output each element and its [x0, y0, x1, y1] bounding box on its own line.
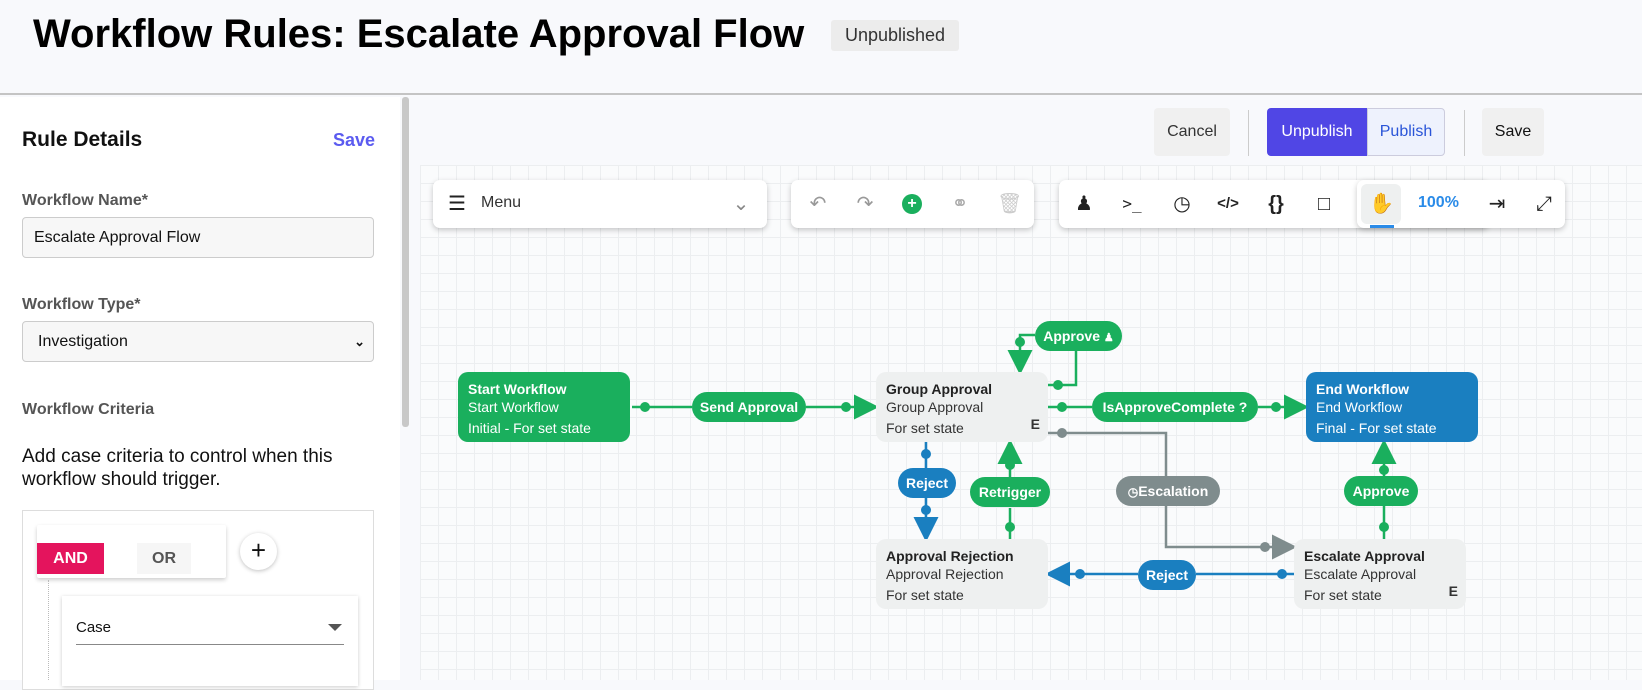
transition-label: Approve	[1352, 483, 1410, 499]
hamburger-menu-icon: ☰	[448, 193, 466, 215]
publish-button[interactable]: Publish	[1367, 108, 1445, 156]
status-badge: Unpublished	[831, 20, 960, 51]
node-subtitle: Group Approval	[886, 399, 984, 415]
zoom-level[interactable]: 100%	[1418, 194, 1459, 211]
node-state: Initial - For set state	[468, 420, 591, 436]
node-title: Escalate Approval	[1304, 548, 1425, 564]
node-state: For set state	[886, 587, 964, 603]
node-end-workflow[interactable]: End Workflow End Workflow Final - For se…	[1306, 372, 1478, 442]
add-criteria-button[interactable]: +	[240, 533, 277, 570]
dropdown-arrow-icon[interactable]	[328, 624, 342, 631]
node-state: For set state	[1304, 587, 1382, 603]
chevron-down-icon: ⌄	[732, 193, 750, 215]
node-state: Final - For set state	[1316, 420, 1437, 436]
divider	[1248, 110, 1249, 156]
or-button[interactable]: OR	[137, 543, 191, 574]
node-group-approval[interactable]: Group Approval Group Approval For set st…	[876, 372, 1048, 442]
node-subtitle: Escalate Approval	[1304, 566, 1417, 582]
sidebar-save-link[interactable]: Save	[333, 130, 376, 150]
page-title: Workflow Rules: Escalate Approval Flow	[33, 12, 805, 56]
page-header: Workflow Rules: Escalate Approval Flow U…	[0, 0, 1642, 95]
edge-escalation	[1048, 431, 1292, 547]
code-icon[interactable]: </>	[1217, 195, 1239, 212]
node-flag: E	[1448, 583, 1458, 599]
user-icon[interactable]: ♟	[1075, 193, 1093, 215]
workflow-type-value: Investigation	[38, 333, 128, 350]
view-toolbar: ✋ 100% ⇥ ⤢	[1357, 180, 1565, 228]
hand-icon[interactable]: ✋	[1369, 193, 1394, 215]
node-escalate-approval[interactable]: Escalate Approval Escalate Approval For …	[1294, 539, 1466, 609]
chevron-down-icon: ⌄	[354, 334, 365, 349]
transition-reject-down[interactable]: Reject	[898, 468, 956, 498]
transition-approve-right[interactable]: Approve	[1344, 476, 1418, 506]
active-indicator	[1370, 225, 1394, 228]
braces-icon[interactable]: {}	[1268, 193, 1284, 215]
divider	[1464, 110, 1465, 156]
transition-label: Retrigger	[978, 484, 1042, 500]
workflow-criteria-label: Workflow Criteria	[22, 401, 155, 418]
transition-reject-bottom[interactable]: Reject	[1138, 560, 1196, 590]
transition-label: IsApproveComplete	[1102, 399, 1235, 415]
toggle-icon[interactable]: ⚭	[951, 193, 969, 215]
tree-connector	[48, 580, 49, 680]
unpublish-button[interactable]: Unpublish	[1267, 108, 1367, 156]
node-subtitle: Approval Rejection	[886, 566, 1004, 582]
node-title: Group Approval	[886, 381, 993, 397]
node-flag: E	[1030, 416, 1040, 432]
transition-label: Reject	[1145, 567, 1189, 583]
comment-icon[interactable]: □	[1317, 193, 1331, 215]
add-node-icon[interactable]: +	[902, 194, 922, 214]
transition-label: Escalation	[1138, 483, 1209, 499]
clock-icon[interactable]: ◷	[1173, 193, 1191, 215]
redo-icon[interactable]: ↷	[856, 193, 874, 215]
transition-escalation[interactable]: ◷Escalation	[1116, 476, 1220, 506]
undo-icon[interactable]: ↶	[809, 193, 827, 215]
transition-retrigger[interactable]: Retrigger	[970, 477, 1050, 507]
transition-label: Send Approval	[699, 399, 799, 415]
node-title: Start Workflow	[468, 381, 567, 397]
workflow-name-label: Workflow Name*	[22, 192, 148, 209]
and-or-toggle: AND OR	[37, 525, 226, 578]
edge-dots	[640, 337, 1389, 579]
sidebar-title: Rule Details	[22, 128, 143, 151]
node-start-workflow[interactable]: Start Workflow Start Workflow Initial - …	[458, 372, 630, 442]
transition-send-approval[interactable]: Send Approval	[692, 392, 806, 422]
menu-label: Menu	[481, 194, 522, 211]
fit-width-icon[interactable]: ⇥	[1488, 193, 1506, 215]
transition-label: Reject	[905, 475, 949, 491]
cancel-button[interactable]: Cancel	[1154, 108, 1230, 156]
workflow-type-label: Workflow Type*	[22, 296, 141, 313]
trash-icon[interactable]: 🗑	[997, 193, 1023, 215]
node-title: End Workflow	[1316, 381, 1410, 397]
user-icon: ♟	[1103, 332, 1114, 344]
workflow-name-input[interactable]: Escalate Approval Flow	[22, 217, 374, 258]
pan-tool-button[interactable]	[1361, 184, 1401, 224]
transition-is-approve-complete[interactable]: IsApproveComplete ?	[1092, 392, 1258, 422]
field-underline	[76, 644, 344, 645]
criteria-description: Add case criteria to control when this w…	[22, 446, 333, 490]
question-icon: ?	[1238, 399, 1248, 415]
sidebar-scrollbar[interactable]	[402, 97, 409, 427]
clock-icon: ◷	[1127, 485, 1139, 499]
transition-label: Approve	[1043, 328, 1101, 344]
criteria-rule-card: Case	[62, 596, 358, 686]
fullscreen-icon[interactable]: ⤢	[1536, 193, 1552, 215]
node-subtitle: End Workflow	[1316, 399, 1403, 415]
edit-toolbar: ↶ ↷ + ⚭ 🗑	[791, 180, 1034, 228]
node-title: Approval Rejection	[886, 548, 1014, 564]
save-button[interactable]: Save	[1482, 108, 1544, 156]
and-button[interactable]: AND	[37, 543, 104, 574]
transition-approve-top[interactable]: Approve ♟	[1035, 321, 1122, 351]
node-approval-rejection[interactable]: Approval Rejection Approval Rejection Fo…	[876, 539, 1048, 609]
terminal-icon[interactable]: >_	[1122, 194, 1142, 213]
case-field-select[interactable]: Case	[76, 619, 112, 636]
menu-dropdown[interactable]: ☰ Menu ⌄	[433, 180, 767, 228]
workflow-type-select[interactable]: Investigation ⌄	[22, 321, 374, 362]
node-subtitle: Start Workflow	[468, 399, 559, 415]
node-state: For set state	[886, 420, 964, 436]
